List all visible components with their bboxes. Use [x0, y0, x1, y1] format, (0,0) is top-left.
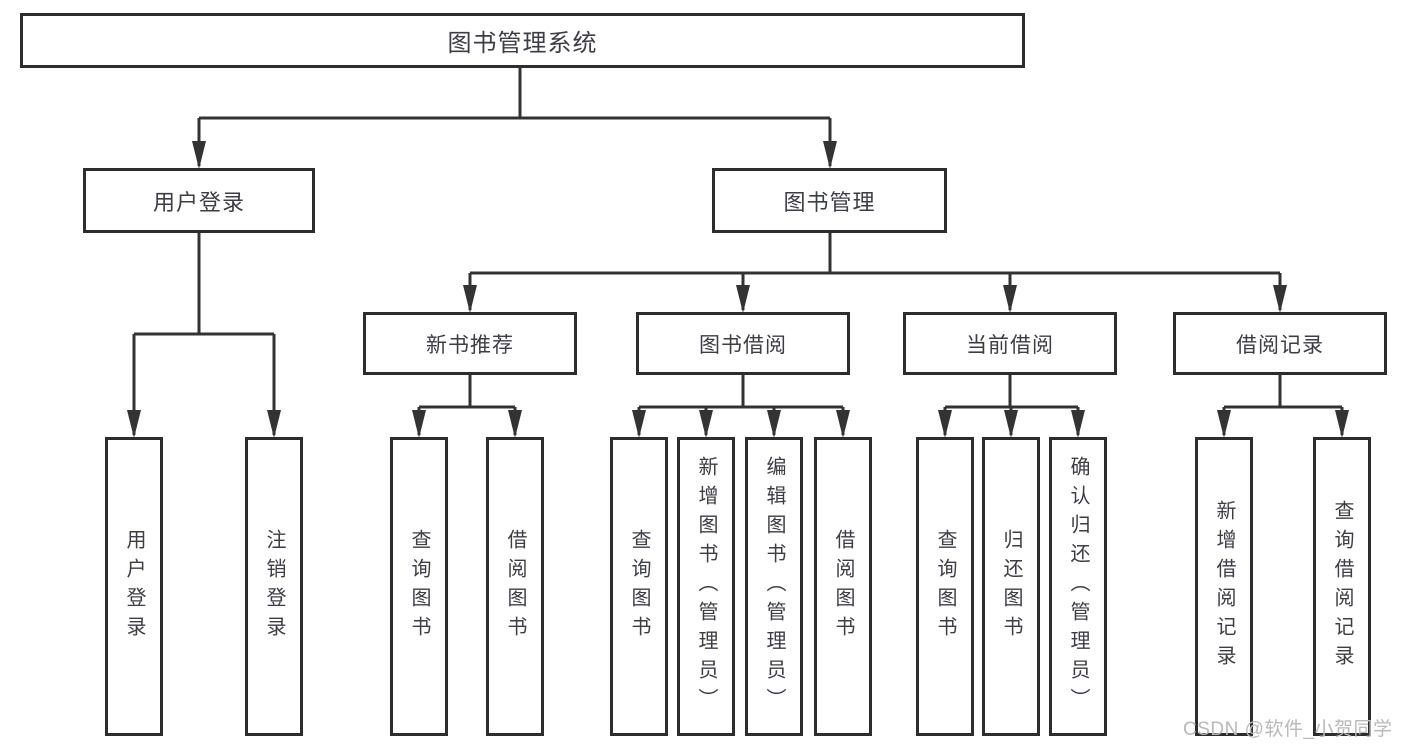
leaf-edit-book-admin: 编辑图书（管理员） — [745, 437, 803, 736]
leaf-add-book-admin-label: 新增图书（管理员） — [695, 456, 717, 717]
leaf-query-borrow-record: 查询借阅记录 — [1313, 437, 1371, 736]
watermark: CSDN @软件_小贺同学 — [1183, 719, 1393, 740]
node-book-management: 图书管理 — [712, 168, 947, 233]
leaf-user-login-label: 用户登录 — [123, 528, 145, 645]
leaf-query-books-borrow-label: 查询图书 — [628, 528, 650, 645]
node-user-login: 用户登录 — [83, 168, 315, 233]
node-borrow-records: 借阅记录 — [1173, 312, 1387, 375]
node-borrow-records-label: 借阅记录 — [1236, 333, 1324, 357]
leaf-add-borrow-record: 新增借阅记录 — [1195, 437, 1253, 736]
leaf-query-borrow-record-label: 查询借阅记录 — [1331, 499, 1353, 674]
leaf-borrow-books-recommend: 借阅图书 — [486, 437, 544, 736]
leaf-borrow-books-label: 借阅图书 — [832, 528, 854, 645]
node-current-borrow-label: 当前借阅 — [966, 333, 1054, 357]
leaf-query-books-recommend-label: 查询图书 — [408, 528, 430, 645]
leaf-query-books-borrow: 查询图书 — [610, 437, 668, 736]
arrowhead-icons — [127, 141, 1349, 438]
node-new-book-recommend-label: 新书推荐 — [426, 333, 514, 357]
node-book-management-label: 图书管理 — [783, 189, 876, 215]
node-book-borrow-label: 图书借阅 — [699, 333, 787, 357]
leaf-logout-label: 注销登录 — [263, 528, 285, 645]
node-current-borrow: 当前借阅 — [903, 312, 1117, 375]
leaf-borrow-books: 借阅图书 — [814, 437, 872, 736]
node-user-login-label: 用户登录 — [152, 189, 245, 215]
leaf-return-book: 归还图书 — [982, 437, 1040, 736]
leaf-query-books-recommend: 查询图书 — [390, 437, 448, 736]
node-root: 图书管理系统 — [20, 13, 1025, 68]
leaf-logout: 注销登录 — [245, 437, 303, 736]
node-book-borrow: 图书借阅 — [636, 312, 850, 375]
leaf-add-book-admin: 新增图书（管理员） — [677, 437, 735, 736]
leaf-query-books-current-label: 查询图书 — [934, 528, 956, 645]
leaf-add-borrow-record-label: 新增借阅记录 — [1213, 499, 1235, 674]
leaf-confirm-return-admin: 确认归还（管理员） — [1049, 437, 1107, 736]
node-new-book-recommend: 新书推荐 — [363, 312, 577, 375]
leaf-borrow-books-recommend-label: 借阅图书 — [504, 528, 526, 645]
node-root-label: 图书管理系统 — [447, 30, 598, 57]
leaf-confirm-return-admin-label: 确认归还（管理员） — [1067, 456, 1089, 717]
leaf-edit-book-admin-label: 编辑图书（管理员） — [763, 456, 785, 717]
leaf-user-login: 用户登录 — [105, 437, 163, 736]
leaf-query-books-current: 查询图书 — [916, 437, 974, 736]
leaf-return-book-label: 归还图书 — [1000, 528, 1022, 645]
